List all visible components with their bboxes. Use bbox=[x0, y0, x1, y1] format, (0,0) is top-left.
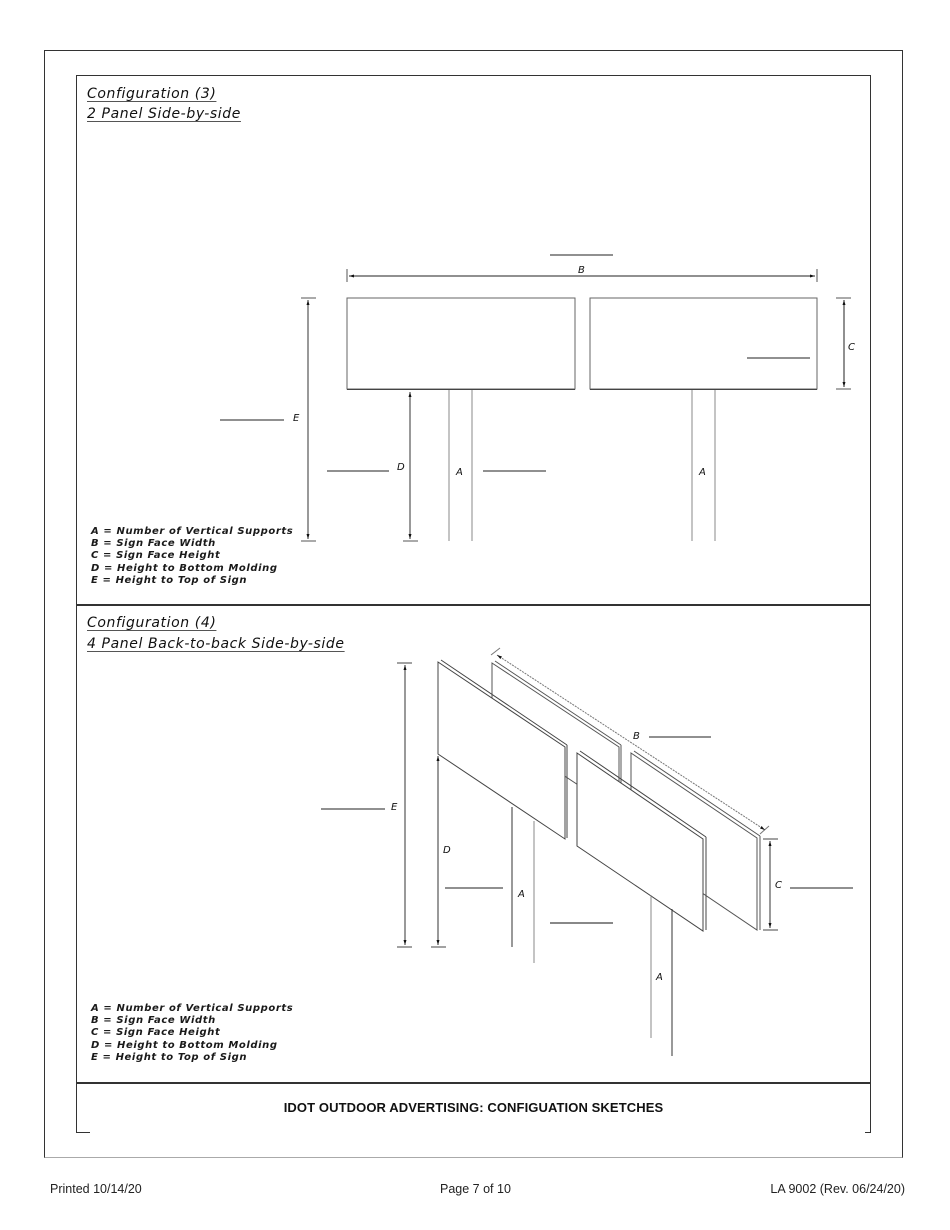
legend-item-d: D = Height to Bottom Molding bbox=[91, 1039, 278, 1051]
dim-label-a: A bbox=[655, 972, 663, 983]
config3-subtitle: 2 Panel Side-by-side bbox=[87, 106, 241, 122]
page-outer-frame bbox=[44, 50, 903, 1158]
page-number: Page 7 of 10 bbox=[440, 1182, 511, 1196]
frame-corner bbox=[76, 1132, 90, 1133]
dim-label-a: A bbox=[698, 467, 706, 478]
dim-label-a: A bbox=[455, 467, 463, 478]
config3-legend: A = Number of Vertical Supports B = Sign… bbox=[91, 526, 293, 587]
dim-label-c: C bbox=[848, 342, 855, 353]
dim-label-c: C bbox=[775, 880, 782, 891]
legend-item-e: E = Height to Top of Sign bbox=[91, 1051, 248, 1063]
dim-label-b: B bbox=[578, 265, 585, 276]
section-divider bbox=[76, 604, 871, 606]
dim-label-e: E bbox=[391, 802, 398, 813]
dim-label-d: D bbox=[397, 462, 405, 473]
legend-item-b: B = Sign Face Width bbox=[91, 1015, 216, 1027]
config4-subtitle: 4 Panel Back-to-back Side-by-side bbox=[87, 636, 345, 652]
config4-legend: A = Number of Vertical Supports B = Sign… bbox=[91, 1003, 293, 1064]
dim-label-d: D bbox=[443, 845, 451, 856]
legend-item-a: A = Number of Vertical Supports bbox=[91, 1003, 294, 1014]
legend-item-e: E = Height to Top of Sign bbox=[91, 574, 248, 586]
dim-label-a: A bbox=[517, 889, 525, 900]
legend-item-c: C = Sign Face Height bbox=[91, 550, 221, 562]
dim-label-e: E bbox=[293, 413, 300, 424]
legend-item-d: D = Height to Bottom Molding bbox=[91, 562, 278, 574]
dim-label-b: B bbox=[633, 731, 640, 742]
section-divider bbox=[76, 1082, 871, 1084]
legend-item-c: C = Sign Face Height bbox=[91, 1027, 221, 1039]
frame-corner bbox=[865, 1132, 871, 1133]
document-title: IDOT OUTDOOR ADVERTISING: CONFIGUATION S… bbox=[283, 1100, 664, 1115]
printed-date: Printed 10/14/20 bbox=[50, 1182, 142, 1196]
form-id: LA 9002 (Rev. 06/24/20) bbox=[770, 1182, 905, 1196]
legend-item-a: A = Number of Vertical Supports bbox=[91, 526, 294, 537]
config4-title: Configuration (4) bbox=[87, 615, 217, 631]
config3-title: Configuration (3) bbox=[87, 86, 217, 102]
legend-item-b: B = Sign Face Width bbox=[91, 538, 216, 550]
